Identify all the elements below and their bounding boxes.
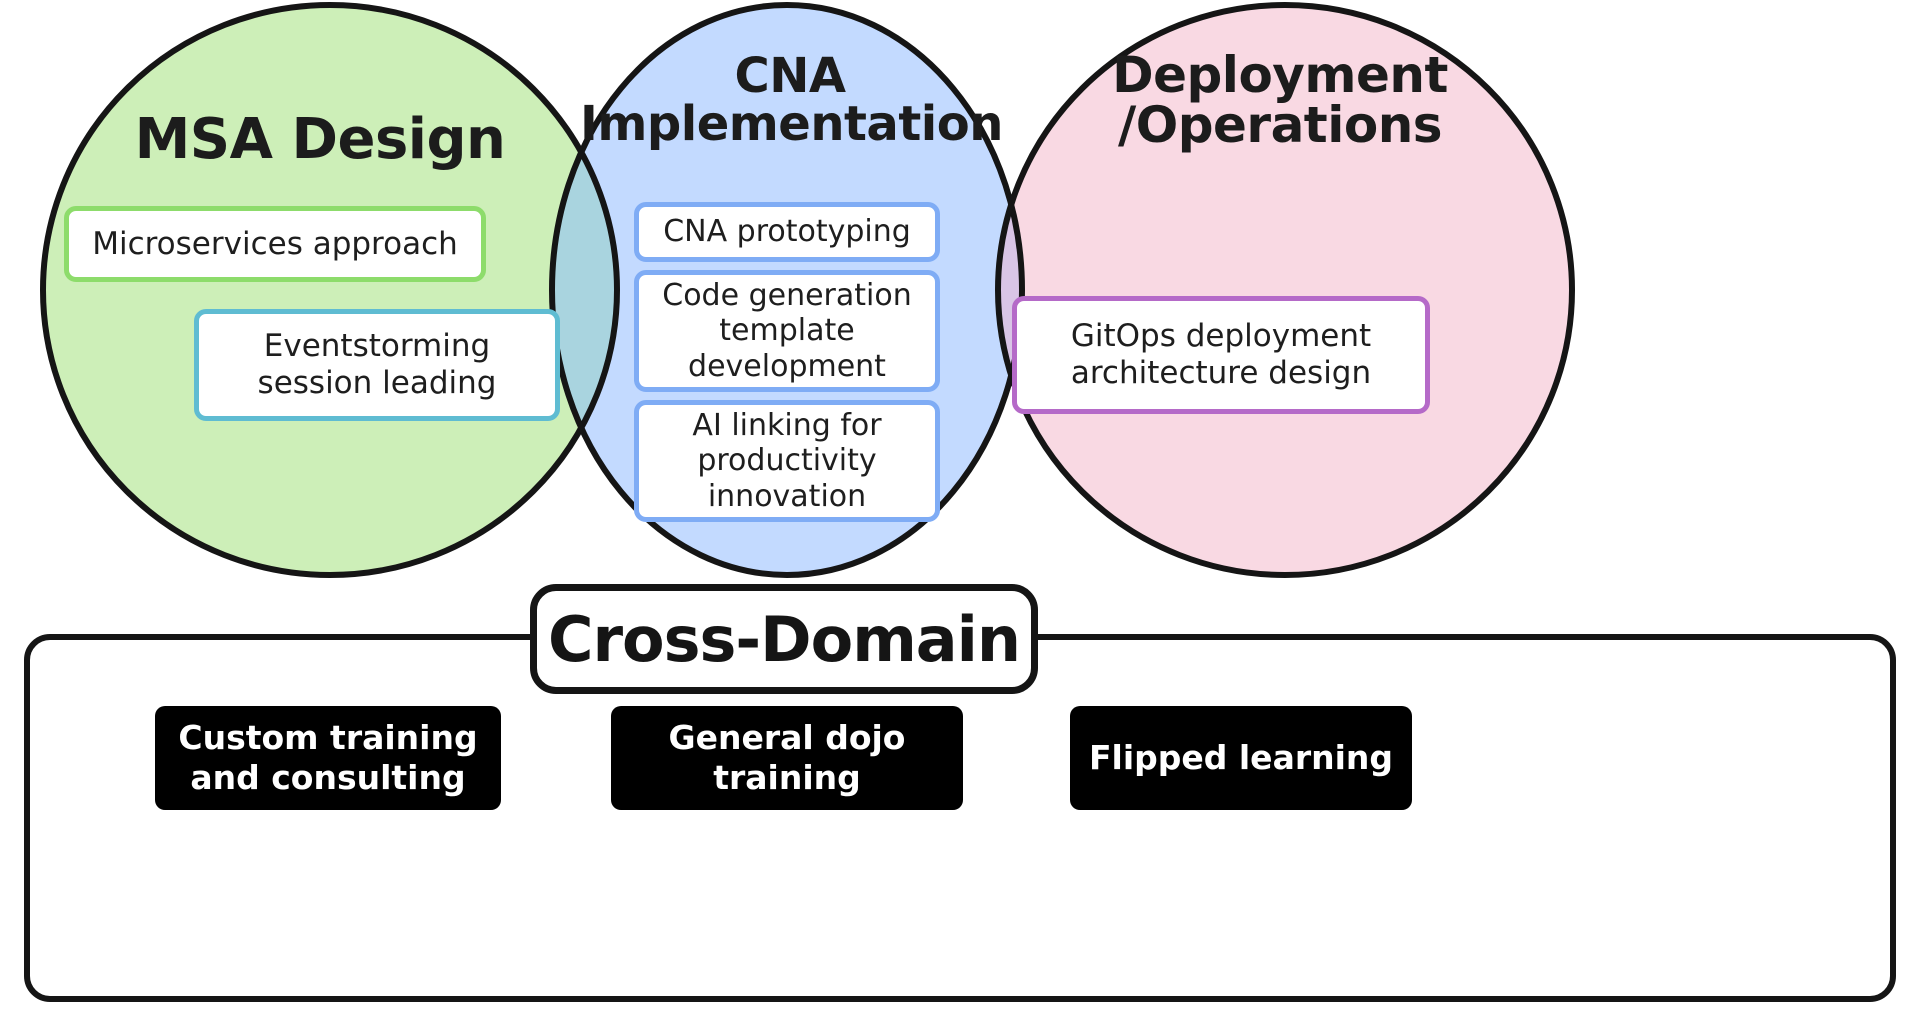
circle-title-msa-design: MSA Design: [134, 107, 506, 172]
item-code-generation-template-development[interactable]: Code generation template development: [634, 270, 940, 392]
circle-title-cna-implementation: CNA Implementation: [580, 48, 1003, 152]
item-eventstorming-session-leading[interactable]: Eventstorming session leading: [194, 309, 560, 421]
circle-msa-outline: [40, 2, 620, 578]
item-cna-prototyping[interactable]: CNA prototyping: [634, 202, 940, 262]
cross-domain-item-custom-training[interactable]: Custom training and consulting: [155, 706, 501, 810]
item-microservices-approach[interactable]: Microservices approach: [64, 206, 486, 282]
cross-domain-item-flipped-learning[interactable]: Flipped learning: [1070, 706, 1412, 810]
circle-title-deployment-operations: Deployment /Operations: [1112, 46, 1448, 154]
item-ai-linking-productivity-innovation[interactable]: AI linking for productivity innovation: [634, 400, 940, 522]
cross-domain-title: Cross-Domain: [530, 584, 1038, 694]
circle-msa-design: [43, 5, 617, 575]
cross-domain-item-general-dojo-training[interactable]: General dojo training: [611, 706, 963, 810]
item-gitops-deployment-architecture-design[interactable]: GitOps deployment architecture design: [1012, 296, 1430, 414]
cross-domain-panel: [24, 634, 1896, 1002]
